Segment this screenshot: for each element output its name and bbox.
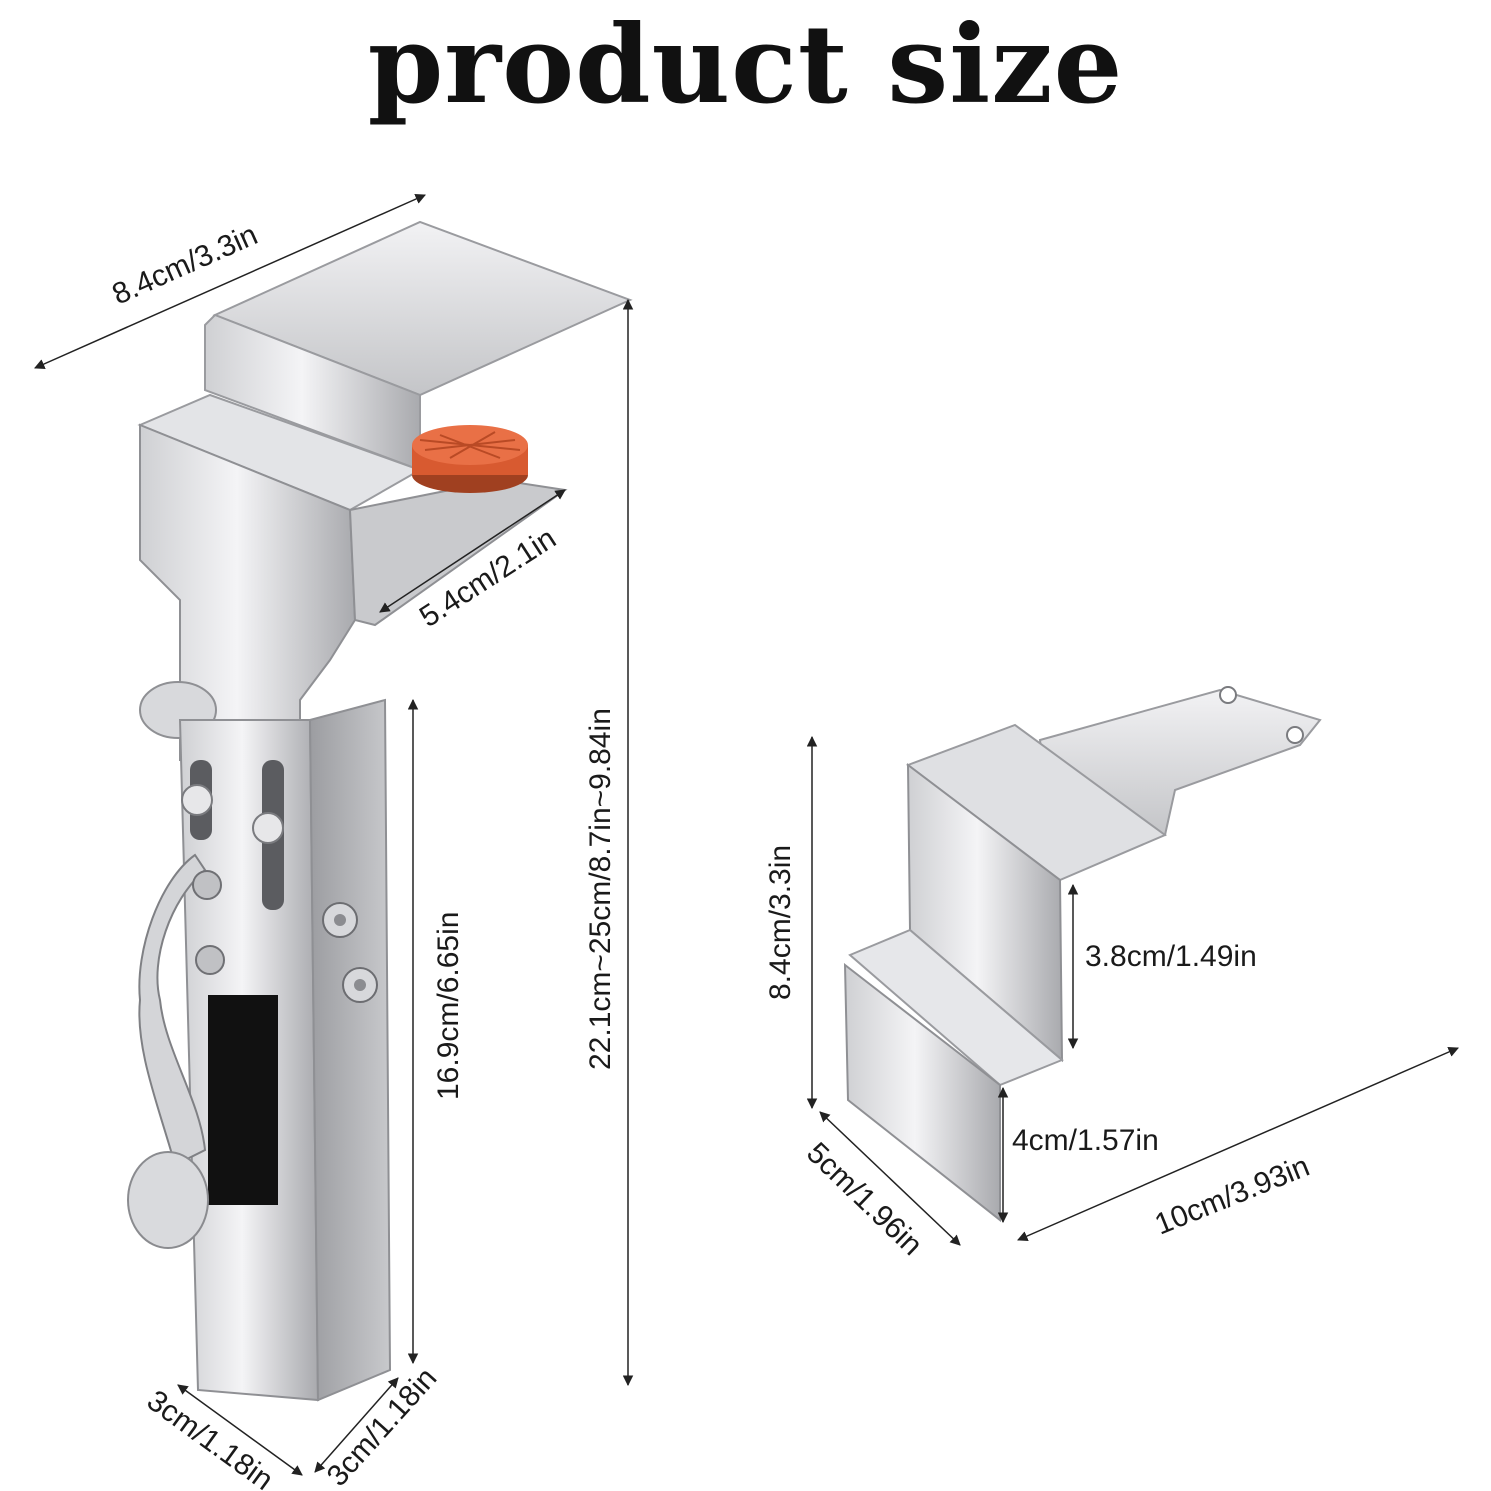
dim-label-bracket-step-upper: 3.8cm/1.49in [1085, 940, 1257, 973]
dim-label-bracket-length: 10cm/3.93in [1150, 1150, 1314, 1242]
dim-label-bracket-height: 8.4cm/3.3in [764, 845, 797, 1000]
rubber-pad-icon [412, 425, 528, 493]
dim-line [34, 194, 426, 369]
dim-line [819, 1111, 961, 1246]
page-title: product size [367, 2, 1124, 128]
toggle-lever-icon [127, 853, 225, 1249]
clamp-tube-side [308, 698, 392, 1402]
dim-label-clamp-tube-height: 16.9cm/6.65in [432, 912, 465, 1100]
bracket-part [843, 686, 1322, 1223]
bolt-icon [181, 784, 213, 816]
dim-line [314, 1377, 399, 1473]
bolt-icon [252, 812, 284, 844]
dim-label-clamp-total-height: 22.1cm~25cm/8.7in~9.84in [584, 708, 617, 1070]
clamp-assembly [127, 220, 633, 1402]
dim-label-bracket-step-lower: 4cm/1.57in [1012, 1124, 1159, 1157]
tube-window [208, 995, 278, 1205]
dimension-lines [34, 194, 1459, 1476]
dim-line [1017, 1046, 1459, 1242]
dim-label-clamp-base-left: 3cm/1.18in [141, 1384, 279, 1491]
dim-label-clamp-top-width: 8.4cm/3.3in [107, 218, 262, 311]
dim-line [177, 1384, 303, 1476]
dim-line [379, 489, 566, 613]
